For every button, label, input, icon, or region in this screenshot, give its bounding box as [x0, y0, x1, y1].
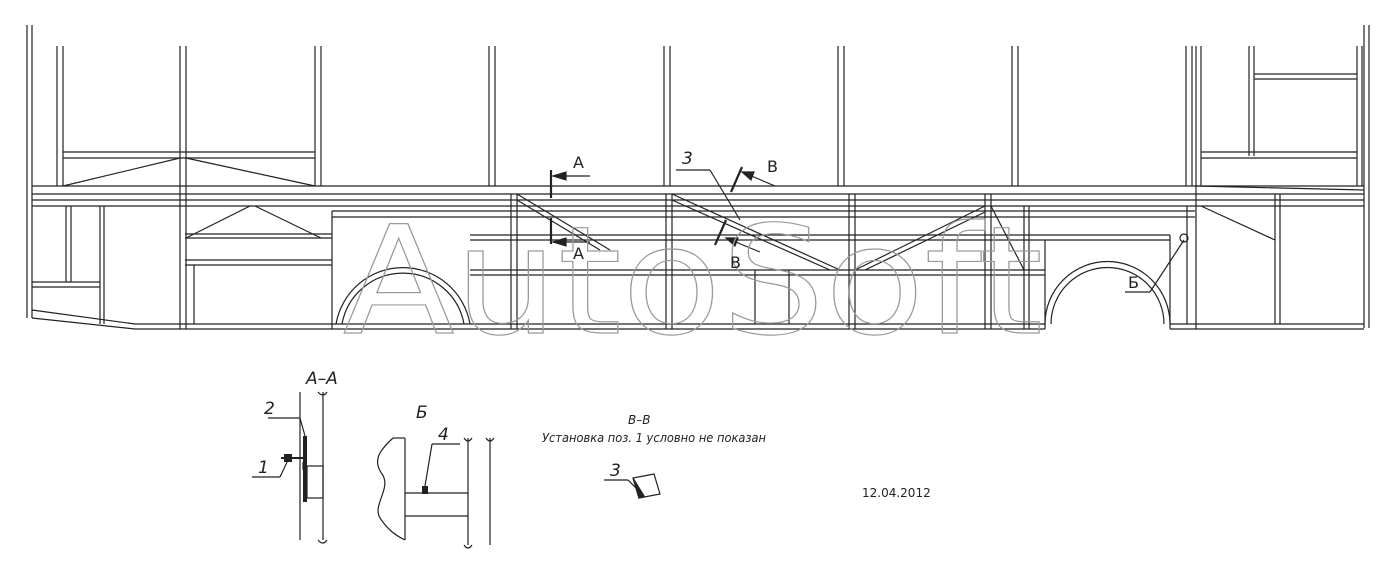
frame-roof-bracing [62, 73, 1357, 187]
section-label-v-top: B [767, 157, 778, 176]
section-label-a-bottom: A [573, 244, 584, 263]
detail-b [377, 437, 495, 549]
watermark-text: AutoSoft [343, 195, 1043, 369]
callout-pos3: 3 [682, 149, 693, 169]
wheel-arches [335, 260, 1171, 325]
frame-outline [26, 25, 1370, 330]
leader-b [1125, 233, 1189, 293]
detail-aa-pos1: 1 [258, 458, 269, 478]
callout-b: Б [1128, 273, 1139, 292]
drawing-date: 12.04.2012 [862, 486, 931, 500]
detail-aa [252, 391, 328, 544]
detail-vv-note: Установка поз. 1 условно не показан [542, 431, 766, 445]
section-label-v-bottom: B [730, 253, 741, 272]
section-mark-a [549, 170, 590, 247]
frame-posts [56, 46, 1363, 329]
detail-vv-title: В–В [628, 413, 650, 427]
frame-side-bracing [185, 193, 1276, 271]
detail-aa-title: А–А [305, 369, 338, 389]
section-mark-v [713, 166, 776, 253]
detail-b-title: Б [416, 403, 428, 423]
detail-vv [604, 473, 661, 499]
detail-vv-pos3: 3 [610, 461, 621, 481]
detail-aa-pos2: 2 [264, 399, 275, 419]
leader-pos3 [676, 169, 741, 221]
detail-b-pos4: 4 [438, 425, 449, 445]
section-label-a-top: A [573, 153, 584, 172]
